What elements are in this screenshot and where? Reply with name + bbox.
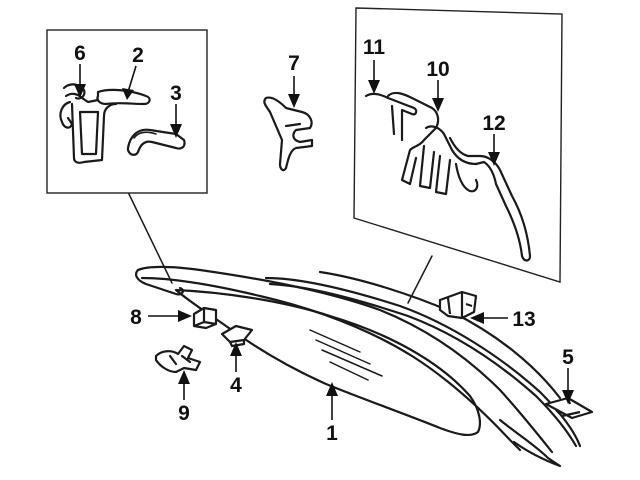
callout-3: 3 [170,82,182,138]
callout-11-label: 11 [363,36,386,59]
part-12-foot [418,144,479,196]
callout-1: 1 [326,382,338,445]
part-6-seal-profile [59,83,118,164]
detail-box-right-connector [407,255,433,304]
callout-5-label: 5 [562,346,574,369]
part-8-block [192,306,218,330]
detail-box-right-frame [353,7,563,283]
callout-8-label: 8 [130,306,142,329]
detail-box-left [46,29,208,284]
glass-reflection [309,329,383,381]
callout-8: 8 [130,306,192,329]
callout-2-label: 2 [132,44,144,67]
moulding-outer-top [136,265,554,454]
callout-4: 4 [230,342,242,397]
part-12-seal [424,125,532,262]
rear-glass-panel [174,288,481,437]
part-3-edge [133,131,157,139]
part-7-weatherstrip [263,96,314,172]
callout-6: 6 [74,42,86,98]
part-6-lip [64,92,100,104]
detail-box-right [353,7,563,304]
callout-10: 10 [426,58,450,112]
callout-2: 2 [122,44,144,100]
detail-box-left-connector [127,191,173,284]
callout-4-label: 4 [230,374,242,397]
callout-7: 7 [288,52,300,108]
part-10-seal [386,91,440,186]
callout-13-label: 13 [512,308,535,331]
callout-13: 13 [470,308,536,331]
detail-box-left-frame [46,29,208,194]
part-9-bracket [154,344,202,374]
callout-7-label: 7 [288,52,300,75]
glass-assembly [135,265,582,468]
part-13-hinge [438,290,478,320]
callout-12: 12 [482,112,506,166]
callout-9-label: 9 [178,402,190,425]
callout-12-label: 12 [482,112,505,135]
part-4-clip [220,324,254,348]
callout-3-label: 3 [170,82,182,105]
part-11-clip [364,92,418,142]
moulding-lower-tail [498,418,562,468]
callout-10-label: 10 [426,58,449,81]
callout-6-label: 6 [74,42,86,65]
callout-11: 11 [363,36,386,94]
callout-9: 9 [178,370,190,425]
callout-5: 5 [562,346,574,404]
moulding-outer-inner [140,276,522,452]
part-3-seal [126,128,186,156]
callout-1-label: 1 [326,422,338,445]
